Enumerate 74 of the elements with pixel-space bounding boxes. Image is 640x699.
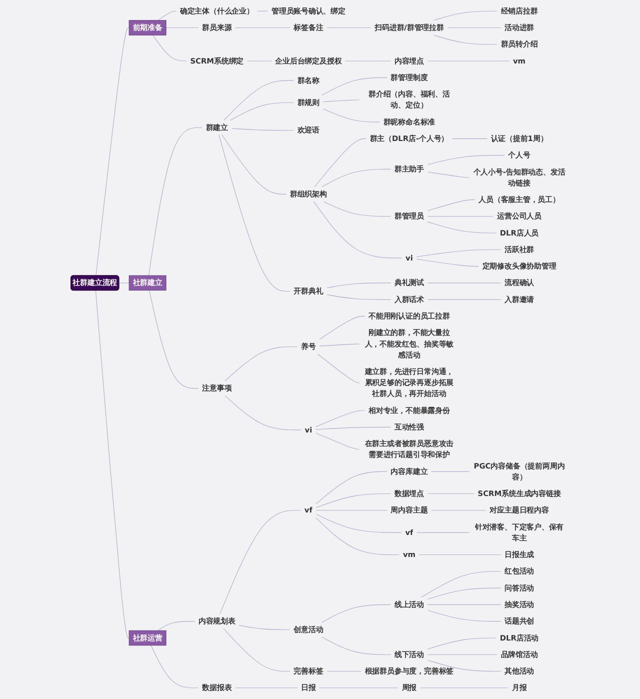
connector (433, 10, 498, 21)
connector (96, 27, 130, 276)
connector (220, 510, 301, 614)
connector (322, 636, 391, 655)
connector (316, 410, 366, 428)
connector (316, 432, 360, 450)
connector (326, 27, 372, 28)
connector (235, 27, 290, 28)
connector (322, 77, 388, 96)
connector (95, 290, 130, 638)
connector (230, 102, 294, 120)
connector (224, 80, 294, 120)
connector (238, 625, 290, 630)
connector (314, 138, 366, 188)
connector (326, 294, 391, 300)
connector (316, 426, 391, 430)
connector (427, 610, 502, 622)
connector (166, 27, 199, 28)
connector (433, 34, 498, 45)
connector (313, 201, 402, 258)
connector (319, 344, 360, 346)
connector (427, 588, 502, 600)
connector (427, 155, 505, 165)
connector (318, 354, 360, 384)
connector (431, 510, 486, 511)
connector (316, 510, 388, 511)
connector (224, 395, 302, 430)
connector (316, 493, 391, 508)
connector (316, 518, 400, 556)
connector (452, 138, 488, 139)
connector (427, 660, 502, 672)
connector (316, 471, 388, 504)
connector (431, 471, 470, 472)
connector (427, 638, 496, 650)
connector (418, 554, 502, 556)
connector (427, 493, 474, 494)
connector (326, 282, 391, 288)
connector (427, 199, 476, 212)
connector (427, 654, 498, 655)
connector (247, 60, 272, 62)
connector (323, 201, 391, 217)
connector (322, 100, 360, 102)
connector (427, 222, 496, 234)
connector (150, 645, 199, 688)
connector (427, 60, 510, 62)
connector (148, 127, 202, 276)
connector (322, 604, 391, 623)
connector (345, 60, 391, 62)
connector (416, 532, 470, 533)
connector (223, 628, 290, 672)
connector (416, 258, 479, 267)
connector (322, 108, 380, 122)
connector (427, 299, 502, 300)
connector (421, 571, 502, 598)
connector (158, 10, 176, 21)
connector (316, 514, 402, 533)
connector (224, 346, 298, 382)
connector (427, 216, 494, 217)
connector (326, 670, 362, 672)
connector (222, 134, 287, 194)
connector (231, 128, 294, 131)
connector (447, 27, 502, 28)
connector (218, 134, 290, 292)
connector (319, 316, 366, 340)
connector (427, 172, 470, 178)
connector (416, 249, 502, 258)
connector (257, 10, 268, 12)
connector (148, 290, 199, 389)
connector (118, 282, 130, 284)
connector (152, 34, 187, 62)
connector (427, 604, 502, 605)
connector (158, 621, 195, 631)
connector (427, 282, 502, 284)
connector (322, 168, 391, 188)
